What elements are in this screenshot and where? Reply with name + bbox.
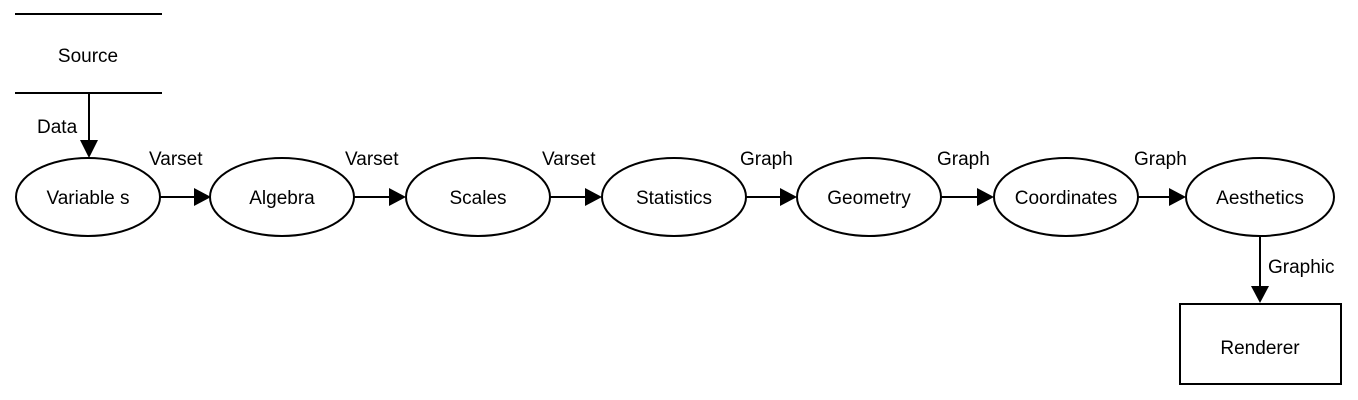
node-coordinates-label: Coordinates <box>1015 188 1117 209</box>
node-scales-label: Scales <box>449 188 506 209</box>
edge-label-graph: Graph <box>740 149 793 170</box>
arrowhead <box>585 188 602 206</box>
edge-scales-to-statistics: Varset <box>542 149 602 206</box>
edge-label-varset: Varset <box>542 149 596 170</box>
edge-coordinates-to-aesthetics: Graph <box>1134 149 1187 206</box>
edge-label-data: Data <box>37 117 78 138</box>
edge-label-graphic: Graphic <box>1268 257 1335 278</box>
arrowhead <box>80 140 98 158</box>
edge-label-graph: Graph <box>937 149 990 170</box>
node-aesthetics-label: Aesthetics <box>1216 188 1304 209</box>
node-coordinates: Coordinates <box>993 157 1139 237</box>
node-statistics-label: Statistics <box>636 188 712 209</box>
edge-label-graph: Graph <box>1134 149 1187 170</box>
arrowhead <box>977 188 994 206</box>
node-scales: Scales <box>405 157 551 237</box>
edge-statistics-to-geometry: Graph <box>740 149 797 206</box>
node-statistics: Statistics <box>601 157 747 237</box>
arrowhead <box>1169 188 1186 206</box>
node-variables: Variable s <box>15 157 161 237</box>
node-renderer-box <box>1179 303 1342 385</box>
node-source: Source <box>15 13 162 94</box>
node-variables-label: Variable s <box>46 188 129 209</box>
edge-source-to-variables: Data <box>37 93 98 158</box>
arrowhead <box>1251 286 1269 303</box>
node-renderer: Renderer <box>1179 303 1342 385</box>
edge-label-varset: Varset <box>345 149 399 170</box>
edge-label-varset: Varset <box>149 149 203 170</box>
edge-aesthetics-to-renderer: Graphic <box>1251 236 1335 303</box>
arrowhead <box>389 188 406 206</box>
edge-variables-to-algebra: Varset <box>149 149 211 206</box>
node-geometry-label: Geometry <box>827 188 911 209</box>
edge-geometry-to-coordinates: Graph <box>937 149 994 206</box>
node-aesthetics: Aesthetics <box>1185 157 1335 237</box>
arrowhead <box>780 188 797 206</box>
source-label: Source <box>58 46 118 67</box>
node-algebra: Algebra <box>209 157 355 237</box>
node-renderer-label: Renderer <box>1220 338 1300 359</box>
arrowhead <box>194 188 211 206</box>
node-geometry: Geometry <box>796 157 942 237</box>
node-algebra-label: Algebra <box>249 188 315 209</box>
edge-algebra-to-scales: Varset <box>345 149 406 206</box>
